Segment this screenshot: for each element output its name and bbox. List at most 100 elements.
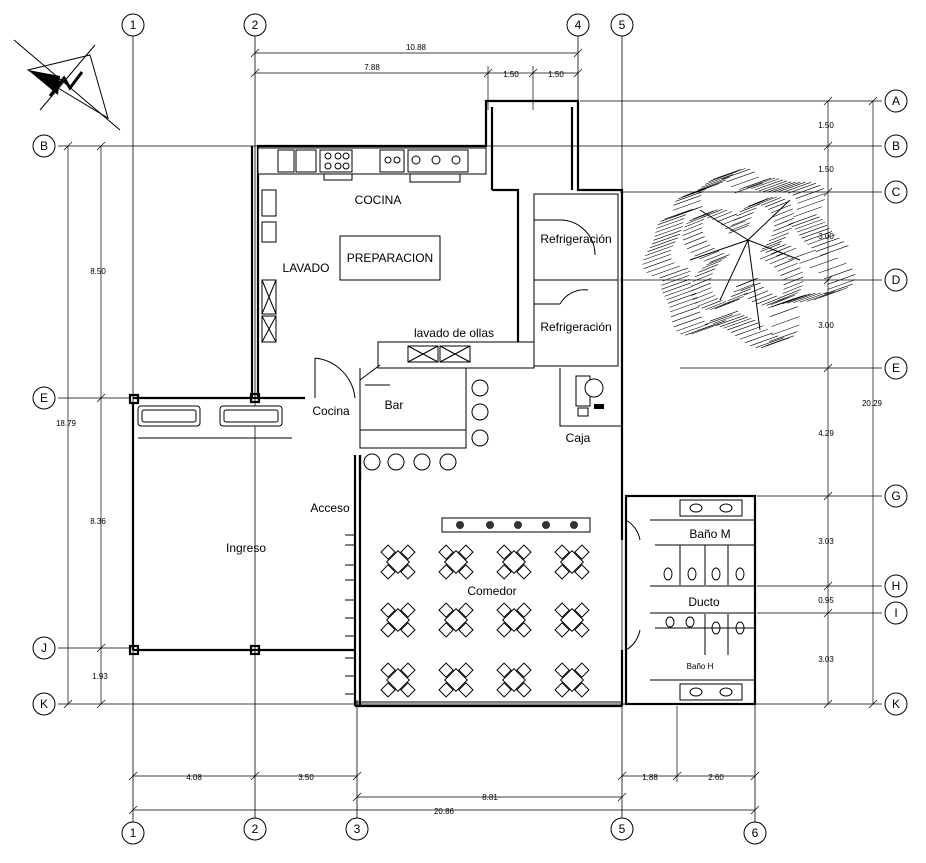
- dining-chair: [380, 682, 396, 698]
- svg-text:3: 3: [354, 822, 361, 836]
- axis-bubble-C-right: C: [884, 180, 908, 204]
- label-ducto: Ducto: [688, 595, 720, 609]
- axis-bubble-B-right: B: [884, 134, 908, 158]
- label-lavado: LAVADO: [283, 261, 330, 275]
- svg-text:4.08: 4.08: [186, 773, 202, 782]
- axis-bubble-B-left: B: [32, 134, 56, 158]
- dining-table: [496, 602, 532, 638]
- label-ingreso: Ingreso: [226, 541, 266, 555]
- dining-chair: [554, 662, 570, 678]
- dining-chair: [496, 544, 512, 560]
- axis-bubble-K-left: K: [32, 692, 56, 716]
- dining-chair: [496, 622, 512, 638]
- dining-chair: [574, 602, 590, 618]
- svg-text:1: 1: [130, 826, 137, 840]
- axis-bubble-E-left: E: [32, 386, 56, 410]
- svg-text:H: H: [892, 579, 901, 593]
- label-bano-m: Baño M: [689, 527, 730, 541]
- dining-chair: [496, 682, 512, 698]
- dining-chair: [496, 662, 512, 678]
- dining-table: [438, 602, 474, 638]
- svg-text:D: D: [892, 273, 901, 287]
- svg-text:2: 2: [252, 18, 259, 32]
- svg-text:B: B: [40, 139, 48, 153]
- dining-chair: [400, 544, 416, 560]
- svg-text:C: C: [892, 185, 901, 199]
- svg-text:2: 2: [252, 822, 259, 836]
- svg-text:10.88: 10.88: [406, 43, 427, 52]
- axis-bubble-J-left: J: [32, 636, 56, 660]
- svg-text:8.81: 8.81: [482, 793, 498, 802]
- dimension-top: 10.88 7.88 1.50 1.50: [250, 43, 583, 110]
- label-refrigeracion-2: Refrigeración: [540, 320, 611, 334]
- dining-chair: [574, 662, 590, 678]
- svg-text:B: B: [892, 139, 900, 153]
- svg-text:3.03: 3.03: [818, 537, 834, 546]
- svg-text:G: G: [891, 489, 900, 503]
- label-acceso: Acceso: [310, 501, 350, 515]
- svg-text:E: E: [40, 391, 48, 405]
- bathroom-fixtures: [663, 499, 745, 701]
- dining-table: [438, 544, 474, 580]
- svg-text:5: 5: [619, 18, 626, 32]
- svg-text:5: 5: [619, 822, 626, 836]
- dining-chair: [458, 622, 474, 638]
- axis-bubble-A-right: A: [884, 89, 908, 113]
- dimension-bottom: 4.08 3.50 1.88 2.60 8.81 20.86: [128, 706, 760, 816]
- dining-chair: [400, 602, 416, 618]
- dining-chair: [496, 564, 512, 580]
- north-arrow-icon: [13, 39, 121, 131]
- axis-bubble-2-top: 2: [243, 13, 267, 37]
- dining-chair: [516, 662, 532, 678]
- axis-bubble-K-right: K: [884, 692, 908, 716]
- dining-chair: [438, 564, 454, 580]
- dining-table: [380, 544, 416, 580]
- svg-text:4: 4: [575, 18, 582, 32]
- svg-text:K: K: [40, 697, 48, 711]
- dimension-left: 18.79 8.50 8.36 1.93: [56, 141, 108, 709]
- dining-chair: [516, 564, 532, 580]
- dining-chair: [400, 622, 416, 638]
- planter: [441, 517, 591, 533]
- dining-chair: [554, 622, 570, 638]
- dining-chair: [516, 622, 532, 638]
- dining-chair: [438, 602, 454, 618]
- svg-text:1.50: 1.50: [818, 121, 834, 130]
- svg-text:K: K: [892, 697, 900, 711]
- svg-text:4.29: 4.29: [818, 429, 834, 438]
- dining-tables: [380, 544, 590, 698]
- label-bar: Bar: [385, 398, 404, 412]
- dining-chair: [380, 662, 396, 678]
- axis-bubble-H-right: H: [884, 574, 908, 598]
- svg-text:20.86: 20.86: [434, 807, 455, 816]
- label-caja: Caja: [566, 431, 591, 445]
- dining-chair: [400, 682, 416, 698]
- label-cocina: COCINA: [355, 193, 402, 207]
- dining-chair: [458, 544, 474, 560]
- dining-chair: [574, 544, 590, 560]
- axis-bubble-3-bottom: 3: [345, 817, 369, 841]
- dining-table: [496, 544, 532, 580]
- caja-desk: [575, 375, 604, 417]
- axis-bubble-2-bottom: 2: [243, 817, 267, 841]
- axis-bubble-1-top: 1: [121, 13, 145, 37]
- label-lavado-ollas: lavado de ollas: [414, 326, 494, 340]
- dining-chair: [554, 602, 570, 618]
- dining-chair: [380, 622, 396, 638]
- dining-chair: [574, 682, 590, 698]
- svg-text:1.50: 1.50: [818, 165, 834, 174]
- dining-chair: [438, 662, 454, 678]
- dining-chair: [496, 602, 512, 618]
- svg-text:3.50: 3.50: [298, 773, 314, 782]
- dining-chair: [554, 564, 570, 580]
- dining-chair: [438, 544, 454, 560]
- label-preparacion: PREPARACION: [347, 251, 433, 265]
- dining-table: [496, 662, 532, 698]
- svg-text:6: 6: [752, 826, 759, 840]
- dining-chair: [380, 564, 396, 580]
- dining-table: [438, 662, 474, 698]
- dining-chair: [458, 662, 474, 678]
- dining-table: [380, 662, 416, 698]
- axis-bubble-5-top: 5: [610, 13, 634, 37]
